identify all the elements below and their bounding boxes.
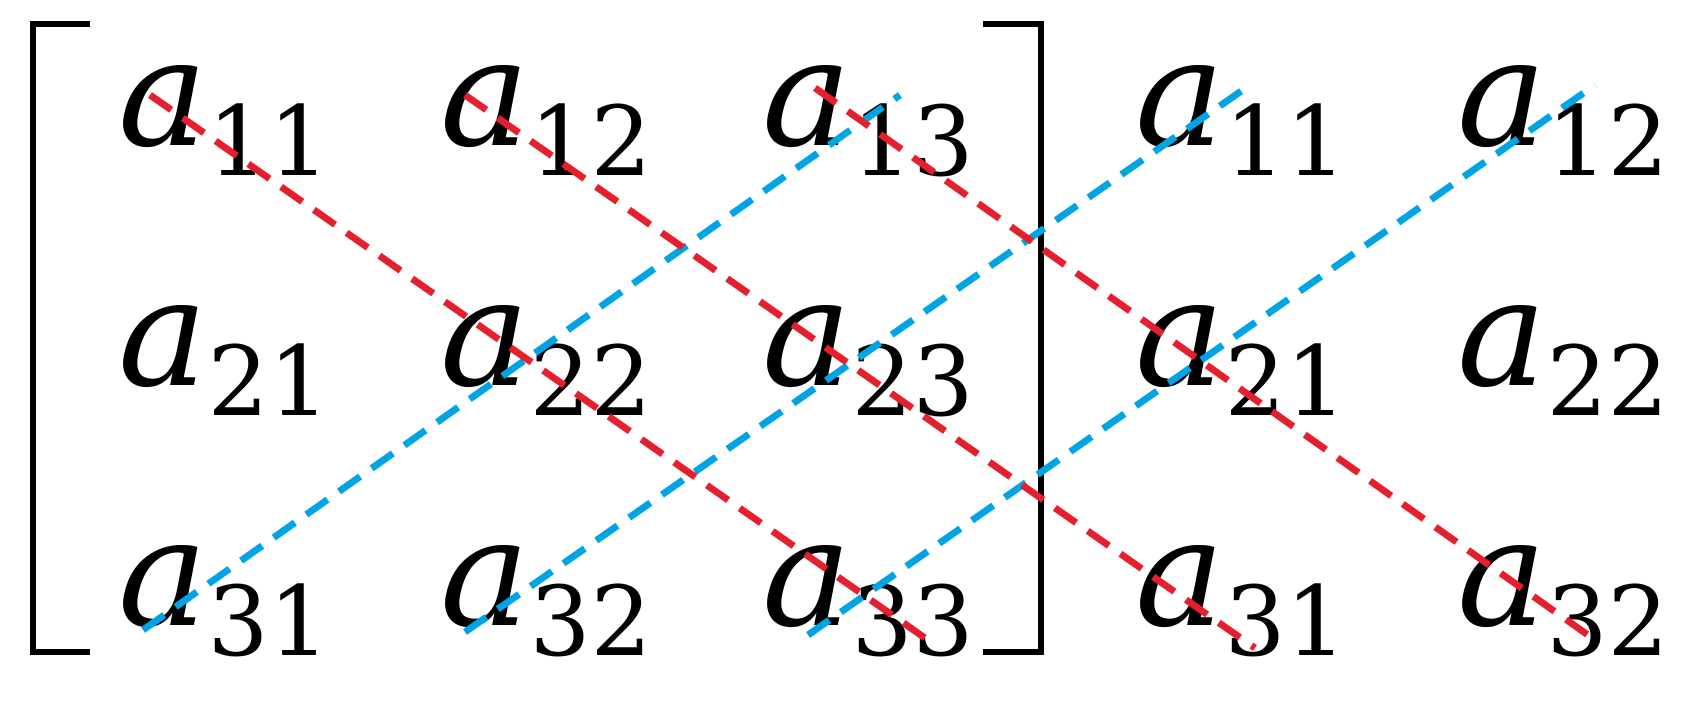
right-bracket <box>983 21 1044 655</box>
anti-diagonals <box>140 82 1598 638</box>
augmented-entry-a22: a22 <box>1457 247 1669 438</box>
main-diagonal-line-a12-a23-a31 <box>462 92 1258 651</box>
main-diagonals <box>147 85 1598 651</box>
matrix-entry-a11: a11 <box>118 7 330 198</box>
augmented-entry-a32: a32 <box>1457 487 1669 678</box>
augmented-entry-a21: a21 <box>1135 247 1347 438</box>
anti-diagonal-line-a33-a21-a12 <box>805 82 1598 638</box>
matrix-entry-a33: a33 <box>762 487 974 678</box>
anti-diagonal-line-a31-a22-a13 <box>140 92 903 633</box>
matrix-entry-a21: a21 <box>118 247 330 438</box>
matrix-entry-a32: a32 <box>440 487 652 678</box>
augmented-columns: a11 a12 a21 a22 a31 a32 <box>1135 7 1669 678</box>
matrix-entry-a12: a12 <box>440 7 652 198</box>
matrix-entries: a11 a12 a13 a21 a22 a23 a31 a32 a33 <box>118 7 974 678</box>
augmented-entry-a11: a11 <box>1135 7 1347 198</box>
augmented-entry-a12: a12 <box>1457 7 1669 198</box>
left-bracket <box>30 21 90 655</box>
matrix-entry-a31: a31 <box>118 487 330 678</box>
matrix-entry-a23: a23 <box>762 247 974 438</box>
matrix-entry-a13: a13 <box>762 7 974 198</box>
augmented-entry-a31: a31 <box>1135 487 1347 678</box>
